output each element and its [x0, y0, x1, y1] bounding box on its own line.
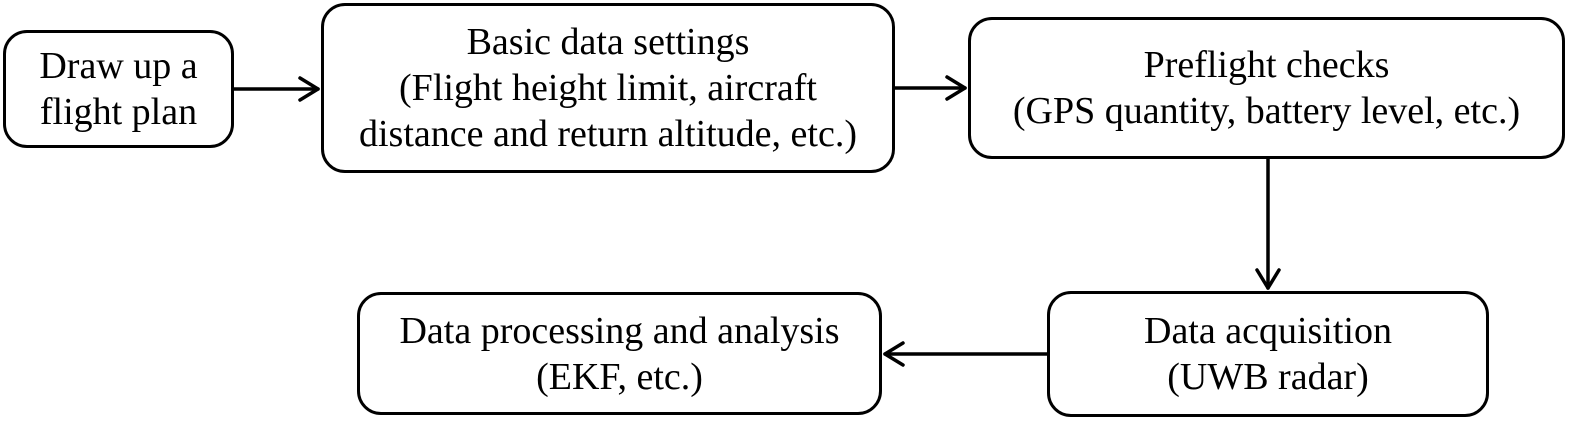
node-data-processing-analysis-line-1: Data processing and analysis: [399, 309, 840, 352]
node-basic-data-settings-line-3: distance and return altitude, etc.): [358, 113, 857, 155]
node-data-processing-analysis-line-2: (EKF, etc.): [536, 355, 703, 398]
node-data-acquisition-line-2: (UWB radar): [1167, 356, 1369, 398]
node-data-processing-analysis: Data processing and analysis (EKF, etc.): [357, 292, 882, 415]
node-basic-data-settings-line-1: Basic data settings: [466, 21, 750, 63]
node-draw-flight-plan-line-1: Draw up a: [39, 45, 198, 87]
node-preflight-checks-line-1: Preflight checks: [1143, 44, 1390, 86]
arrow-checks-to-acquisition: [1255, 157, 1281, 290]
arrow-settings-to-checks: [893, 75, 967, 101]
node-draw-flight-plan-line-2: flight plan: [39, 91, 198, 133]
node-preflight-checks: Preflight checks (GPS quantity, battery …: [968, 17, 1565, 159]
node-data-acquisition-line-1: Data acquisition: [1144, 310, 1392, 352]
arrow-acquisition-to-processing: [883, 341, 1049, 367]
arrow-plan-to-settings: [232, 76, 320, 102]
node-preflight-checks-line-2: (GPS quantity, battery level, etc.): [1012, 90, 1521, 132]
node-basic-data-settings-line-2: (Flight height limit, aircraft: [399, 67, 817, 109]
node-draw-flight-plan: Draw up a flight plan: [3, 30, 234, 148]
node-data-acquisition: Data acquisition (UWB radar): [1047, 291, 1489, 417]
